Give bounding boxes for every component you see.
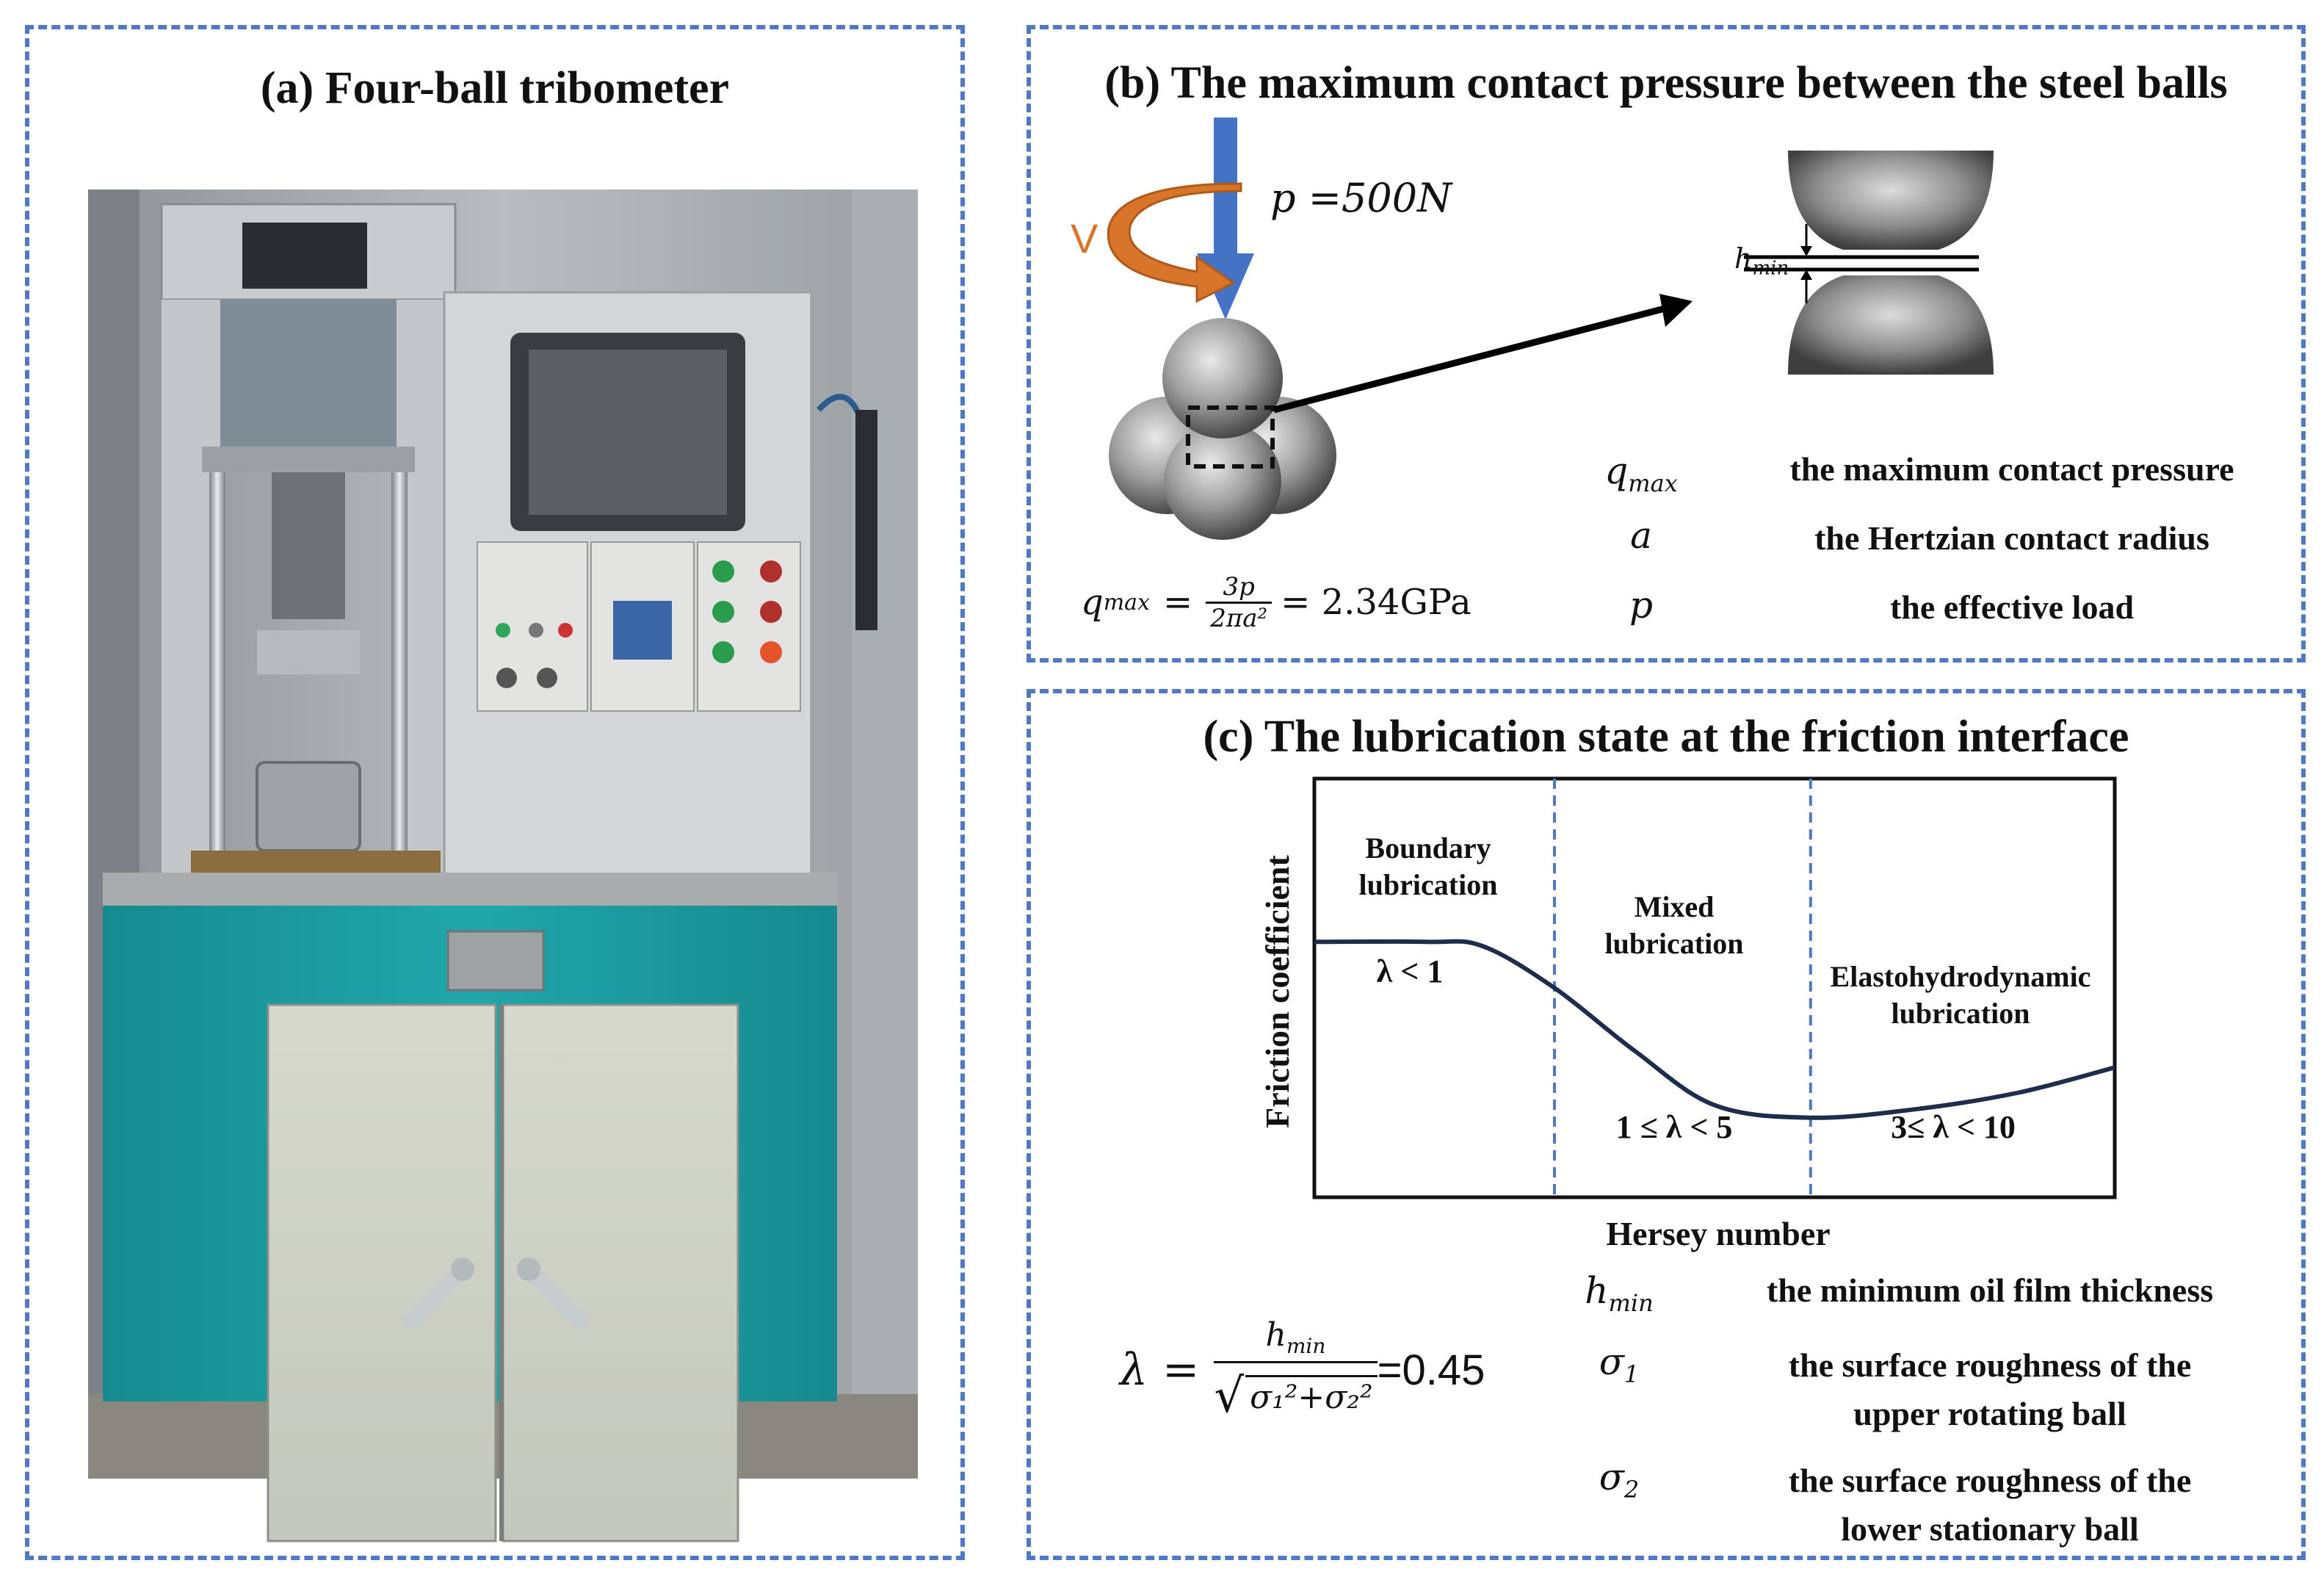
four-ball-diagram xyxy=(1109,318,1336,540)
panel-b xyxy=(1027,25,2306,663)
tribometer-photo xyxy=(88,190,918,1542)
legend-b-symbol-p: p xyxy=(1629,584,1653,627)
panel-a xyxy=(25,25,965,1560)
legend-b-text-p: the effective load xyxy=(1889,588,2135,626)
stribeck-chart xyxy=(1312,776,2117,1199)
y-axis-label: Friction coefficient xyxy=(1259,855,1296,1128)
hmin-dimension xyxy=(1800,224,1812,303)
legend-b-text-qmax: the maximum contact pressure xyxy=(1789,450,2234,488)
hmin-label: hmin xyxy=(1734,242,1789,280)
region-boundary-name: Boundary lubrication xyxy=(1358,831,1498,901)
panel-b-title: (b) The maximum contact pressure between… xyxy=(1104,58,2228,108)
legend-c-symbol-sigma2: σ2 xyxy=(1599,1456,1640,1504)
legend-b-symbol-a: a xyxy=(1630,514,1652,557)
legend-c-symbol-hmin: hmin xyxy=(1585,1269,1654,1317)
load-label: p =500N xyxy=(1270,175,1452,221)
x-axis-label: Hersey number xyxy=(1606,1215,1831,1252)
legend-c-text-hmin: the minimum oil film thickness xyxy=(1766,1271,2214,1309)
legend-c-symbol-sigma1: σ1 xyxy=(1599,1340,1640,1388)
plot-frame xyxy=(1312,776,2117,1199)
contact-zoom xyxy=(1744,151,1994,375)
region-ehl-condition: 3≤ λ < 10 xyxy=(1891,1109,2016,1145)
region-mixed-condition: 1 ≤ λ < 5 xyxy=(1615,1109,1733,1145)
panel-c xyxy=(1027,689,2306,1560)
legend-b-symbol-qmax: qmax xyxy=(1604,450,1678,497)
rotation-label: V xyxy=(1071,215,1098,261)
legend-c-text-sigma2: the surface roughness of the lower stati… xyxy=(1788,1462,2192,1548)
friction-curve xyxy=(1314,939,2115,1120)
zoom-arrow xyxy=(1273,294,1693,414)
panel-c-title: (c) The lubrication state at the frictio… xyxy=(1203,712,2129,762)
legend-c-text-sigma1: the surface roughness of the upper rotat… xyxy=(1788,1346,2192,1432)
legend-b-text-a: the Hertzian contact radius xyxy=(1814,519,2209,557)
film-thickness-ratio-formula: λ = hmin √ σ₁²+σ₂² =0.45 xyxy=(1120,1316,1485,1423)
region-mixed-name: Mixed lubrication xyxy=(1604,890,1744,960)
region-boundary-condition: λ < 1 xyxy=(1376,953,1444,989)
region-ehl-name: Elastohydrodynamic lubrication xyxy=(1830,960,2091,1030)
panel-a-title: (a) Four-ball tribometer xyxy=(260,63,730,113)
rotation-arrow xyxy=(1107,182,1242,303)
